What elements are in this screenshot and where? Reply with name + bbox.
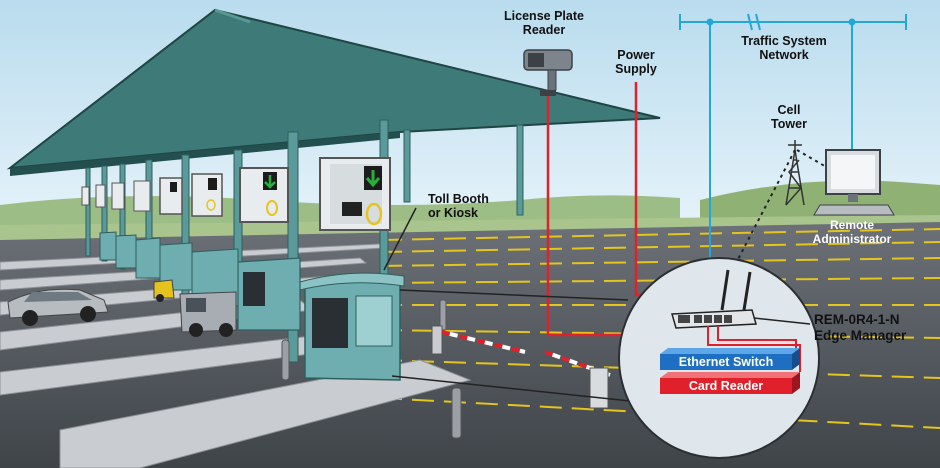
card-reader-bar <box>660 372 800 394</box>
ethernet-switch-bar <box>660 348 800 370</box>
label-remote-admin: Remote Administrator <box>812 218 892 246</box>
wireless-link-tower <box>721 149 796 291</box>
label-traffic-network: Traffic System Network <box>741 34 827 62</box>
label-edge-manager: REM-0R4-1-N Edge Manager <box>814 312 907 343</box>
license-plate-camera <box>523 49 573 96</box>
booth-pointer <box>383 207 417 271</box>
toll-booths <box>99 231 405 381</box>
edge-manager-device <box>671 269 757 329</box>
edge-manager-pointer <box>753 317 811 325</box>
label-license-plate-reader: License Plate Reader <box>504 9 584 37</box>
car-yellow <box>153 279 175 302</box>
car-wagon <box>7 288 109 326</box>
admin-computer <box>813 149 895 216</box>
cell-tower <box>785 140 805 206</box>
bollards <box>281 299 462 439</box>
callout-lines <box>391 289 641 403</box>
lane-markings <box>379 228 940 429</box>
label-power-supply: Power Supply <box>615 48 657 76</box>
label-cell-tower: Cell Tower <box>771 103 807 131</box>
gate-arm <box>431 325 611 409</box>
label-toll-booth: Toll Booth or Kiosk <box>428 192 489 220</box>
label-ethernet-switch: Ethernet Switch <box>678 355 774 369</box>
wireless-link-admin <box>796 149 829 169</box>
toll-canopy <box>6 8 661 176</box>
network-bus <box>679 13 907 298</box>
car-suv <box>179 291 237 337</box>
label-card-reader: Card Reader <box>688 379 764 393</box>
lane-signs <box>81 157 391 231</box>
